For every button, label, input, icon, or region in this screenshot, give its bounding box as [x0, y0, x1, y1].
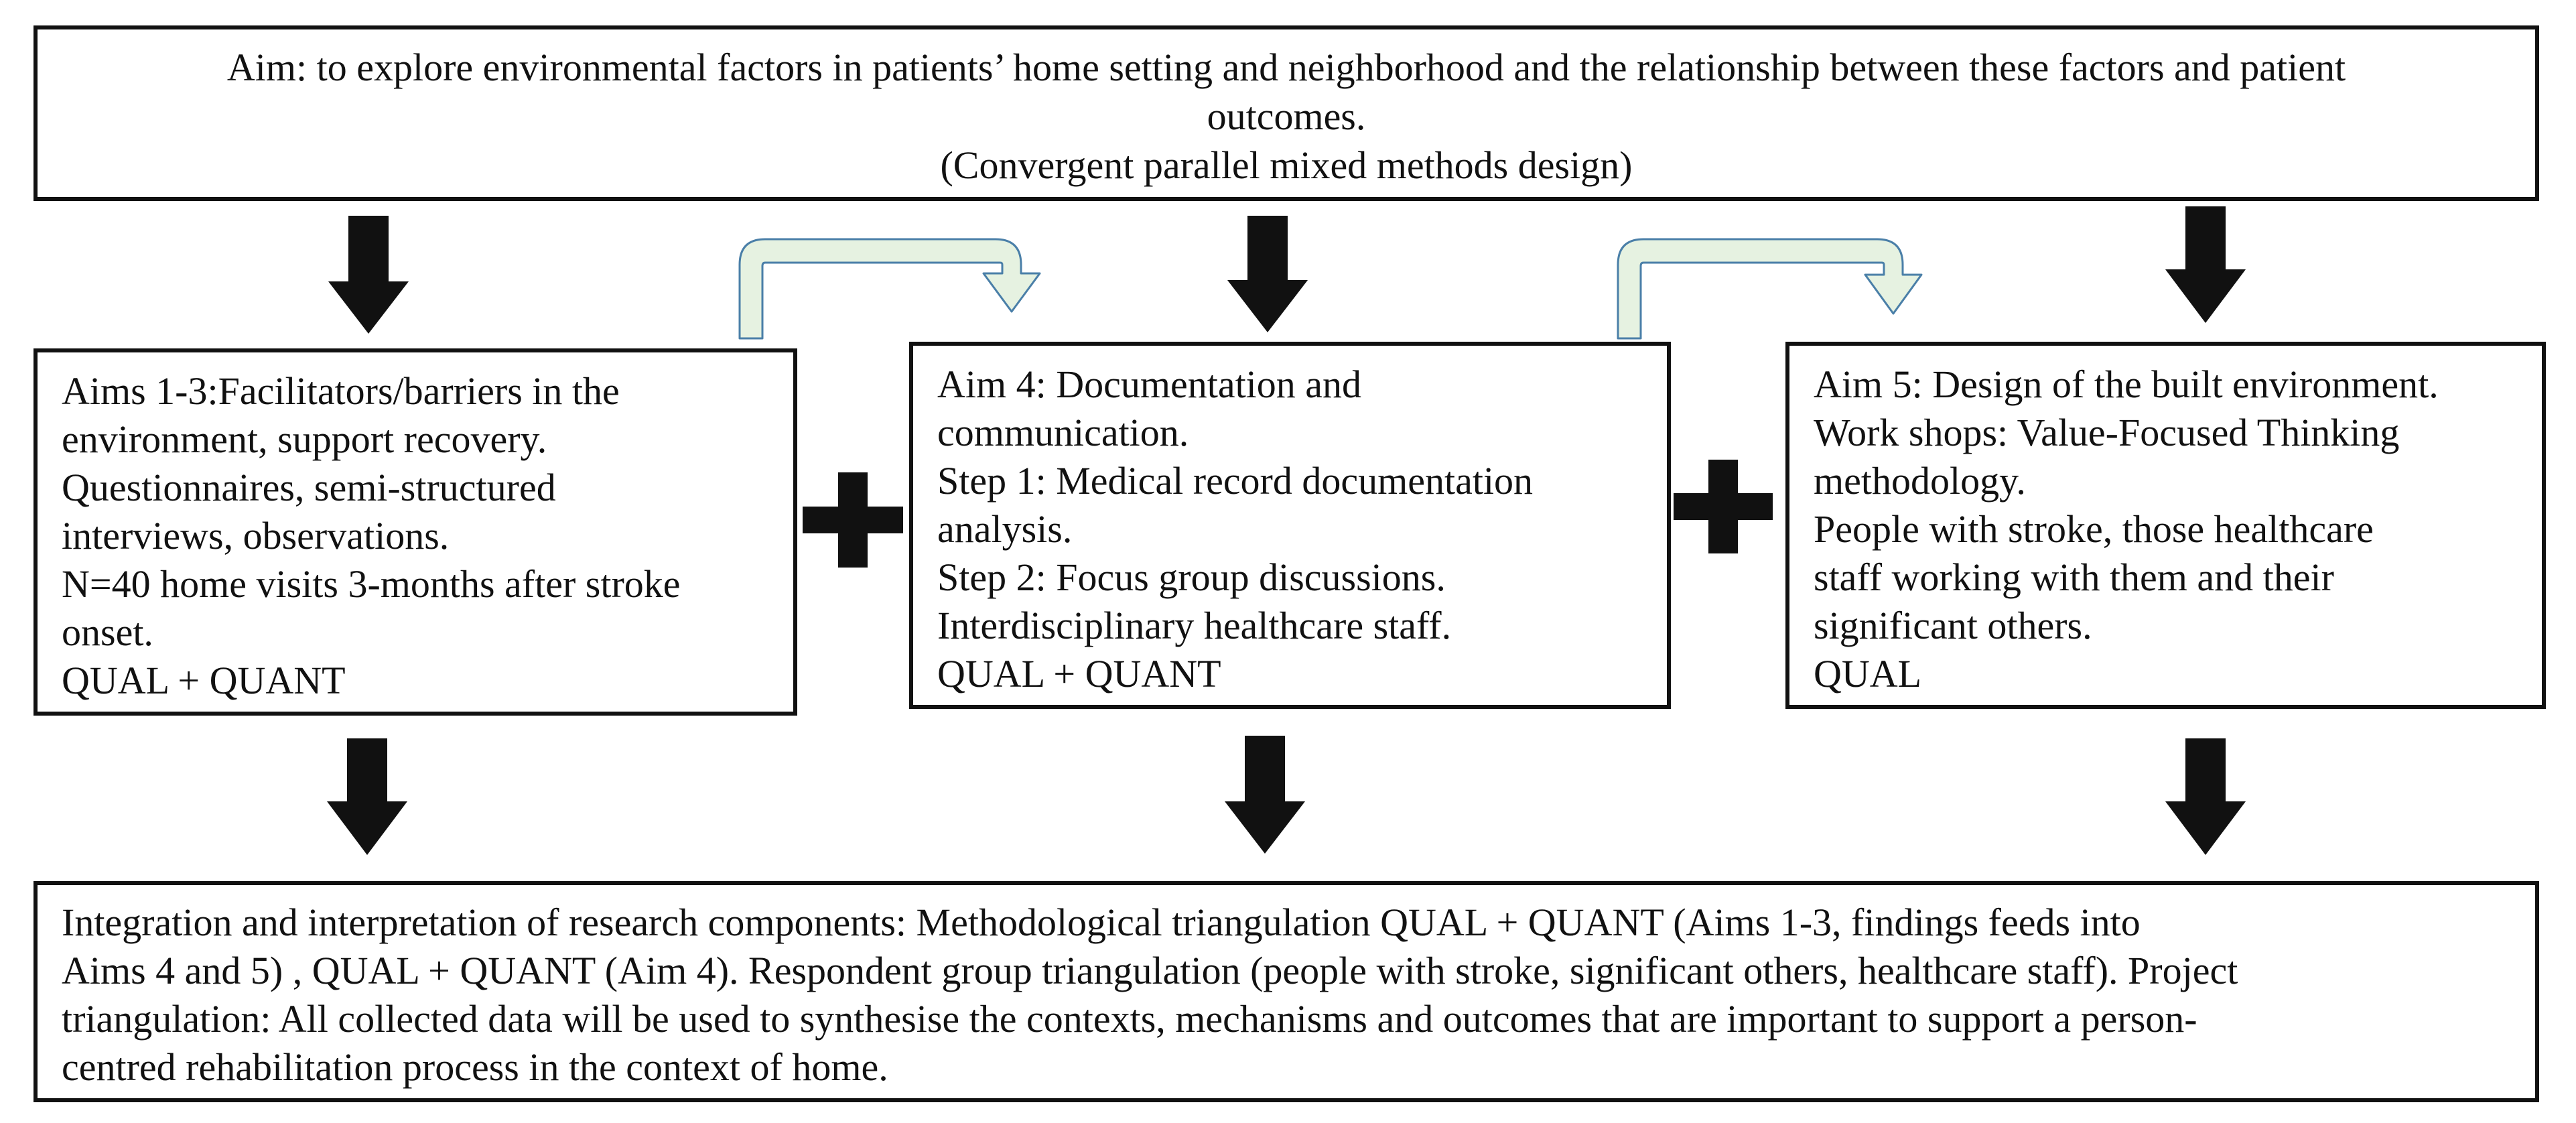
integration-box: Integration and interpretation of resear…	[33, 881, 2539, 1102]
down-arrow-aim-to-aim5	[2165, 206, 2246, 323]
aims-1-3-line: environment, support recovery.	[62, 417, 547, 461]
integration-line: centred rehabilitation process in the co…	[62, 1045, 888, 1089]
aims-1-3-line: Questionnaires, semi-structured	[62, 466, 556, 509]
aim-5-line: People with stroke, those healthcare	[1814, 507, 2374, 551]
aims-1-3-line: Aims 1-3:Facilitators/barriers in the	[62, 369, 620, 413]
aim-line: outcomes.	[1207, 94, 1366, 138]
aim-4-line: communication.	[937, 411, 1189, 454]
aims-1-3-line: onset.	[62, 610, 153, 654]
aim-4-line: Step 1: Medical record documentation	[937, 459, 1534, 503]
aims-1-3-box: Aims 1-3:Facilitators/barriers in the en…	[33, 348, 797, 716]
aim-5-line: Work shops: Value-Focused Thinking	[1814, 411, 2400, 454]
aim-5-line: staff working with them and their	[1814, 555, 2334, 599]
aim-box: Aim: to explore environmental factors in…	[33, 25, 2539, 201]
aim-4-line: analysis.	[937, 507, 1073, 551]
down-arrow-aim5-to-integration	[2165, 738, 2246, 855]
aim-4-line: Step 2: Focus group discussions.	[937, 555, 1446, 599]
aim-5-line: significant others.	[1814, 604, 2092, 647]
aim-line: Aim: to explore environmental factors in…	[226, 46, 2346, 89]
down-arrow-aim4-to-integration	[1225, 736, 1305, 854]
aim-5-line: Aim 5: Design of the built environment.	[1814, 362, 2439, 406]
aim-5-line: QUAL	[1814, 652, 1922, 696]
integration-line: Aims 4 and 5) , QUAL + QUANT (Aim 4). Re…	[62, 949, 2238, 992]
aims-1-3-line: N=40 home visits 3-months after stroke	[62, 562, 681, 606]
aims-1-3-line: interviews, observations.	[62, 514, 450, 557]
aims-1-3-line: QUAL + QUANT	[62, 659, 346, 702]
integration-line: Integration and interpretation of resear…	[62, 901, 2141, 944]
aim-4-line: Aim 4: Documentation and	[937, 362, 1362, 406]
down-arrow-aim-to-aim4	[1227, 216, 1308, 332]
down-arrow-aim-to-aims13	[328, 216, 409, 334]
plus-sign-left	[803, 472, 903, 568]
aim-line: (Convergent parallel mixed methods desig…	[940, 143, 1633, 187]
integration-line: triangulation: All collected data will b…	[62, 997, 2197, 1041]
curved-arrow-aim4-to-aim5	[1617, 238, 1923, 340]
aim-4-line: QUAL + QUANT	[937, 652, 1221, 696]
aim-5-box: Aim 5: Design of the built environment. …	[1785, 342, 2546, 709]
down-arrow-aims13-to-integration	[327, 738, 407, 855]
curved-arrow-aims13-to-aim4	[738, 238, 1041, 340]
aim-5-line: methodology.	[1814, 459, 2026, 503]
aim-4-line: Interdisciplinary healthcare staff.	[937, 604, 1452, 647]
plus-sign-right	[1674, 460, 1773, 553]
aim-4-box: Aim 4: Documentation and communication. …	[909, 342, 1671, 709]
